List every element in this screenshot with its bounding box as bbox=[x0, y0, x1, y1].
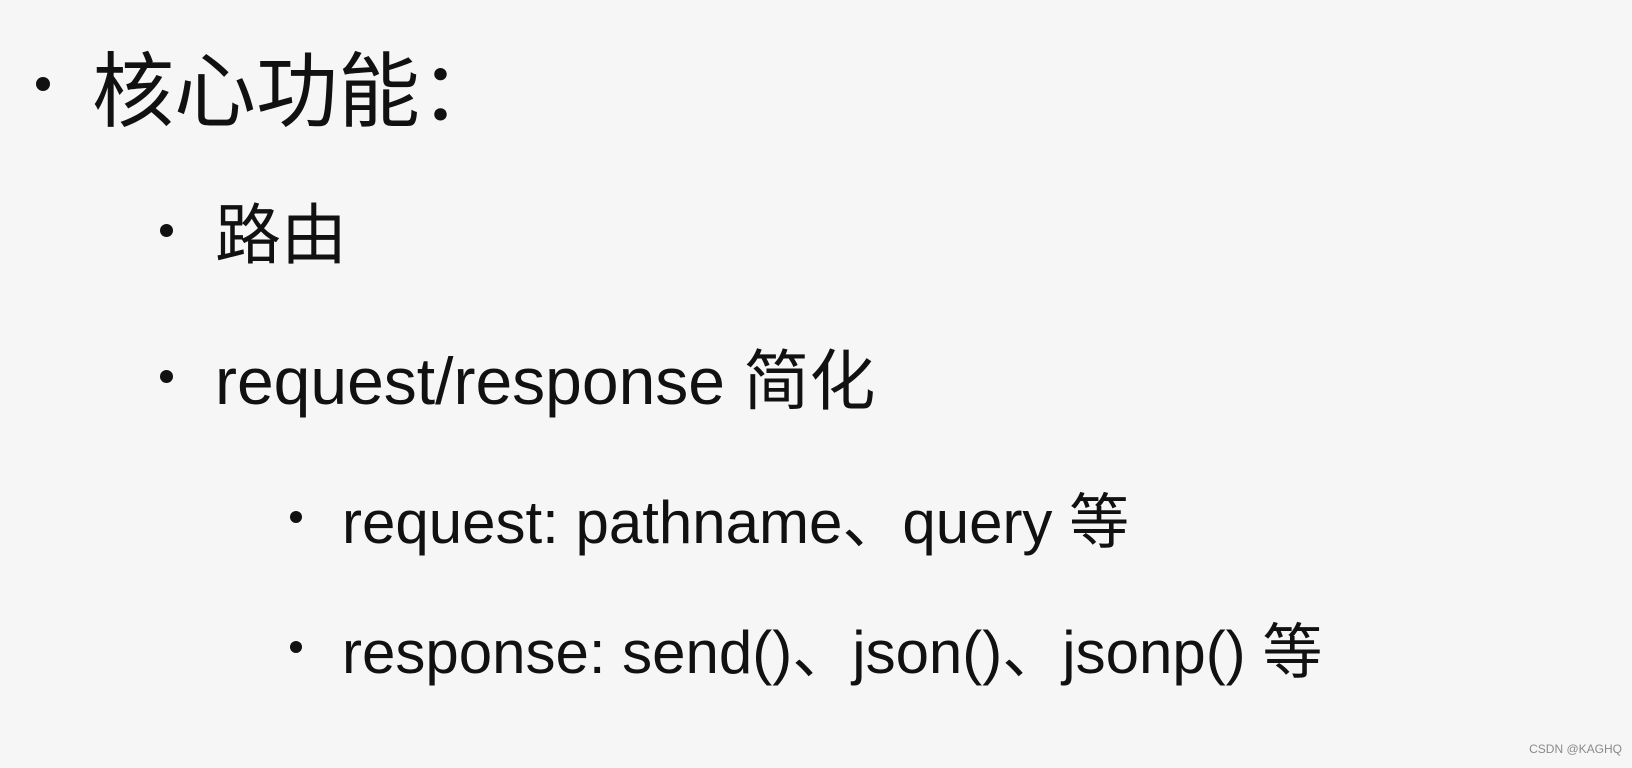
sublist-item-text: request: pathname、query 等 bbox=[342, 488, 1130, 556]
bullet-icon bbox=[290, 641, 302, 653]
bullet-icon bbox=[36, 77, 50, 91]
list-item-text: request/response 简化 bbox=[215, 344, 876, 418]
sublist-item-text: response: send()、json()、jsonp() 等 bbox=[342, 618, 1323, 686]
bullet-icon bbox=[160, 369, 173, 383]
watermark: CSDN @KAGHQ bbox=[1529, 742, 1622, 756]
list-item-request-response: request/response 简化 bbox=[160, 336, 875, 418]
bullet-icon bbox=[160, 223, 173, 237]
heading-item: 核心功能： bbox=[36, 38, 502, 138]
sublist-item-response: response: send()、json()、jsonp() 等 bbox=[290, 612, 1322, 686]
bullet-icon bbox=[290, 511, 302, 523]
sublist-item-request: request: pathname、query 等 bbox=[290, 482, 1129, 556]
heading-text: 核心功能： bbox=[92, 46, 503, 138]
list-item-text: 路由 bbox=[215, 198, 347, 272]
list-item-routing: 路由 bbox=[160, 190, 347, 272]
